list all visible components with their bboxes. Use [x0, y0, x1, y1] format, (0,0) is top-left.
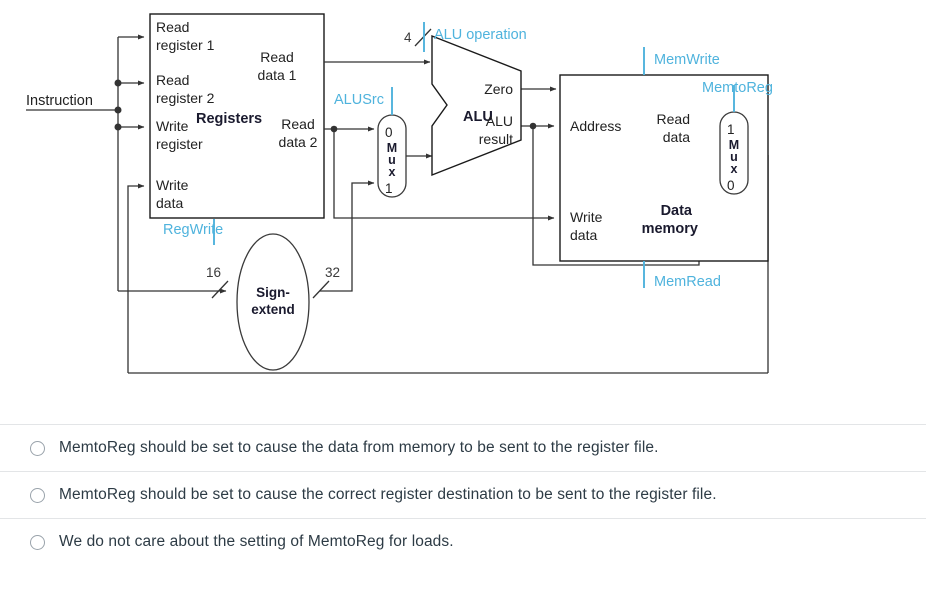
label-zero: Zero [484, 81, 513, 97]
label-alu-operation: ALU operation [434, 27, 527, 43]
label-registers: Registers [196, 111, 262, 127]
sign-extend-shape [236, 233, 310, 371]
junction-instruction-3 [114, 123, 122, 131]
label-write-register-line1: Write [156, 118, 189, 134]
label-width-32: 32 [325, 265, 340, 280]
label-read-data-2-line2: data 2 [279, 134, 318, 150]
label-sign-extend-line1: Sign- [256, 285, 290, 300]
wire-signextend-to-alusrc-mux [320, 180, 375, 292]
label-instruction: Instruction [26, 93, 93, 109]
answer-option-row[interactable]: MemtoReg should be set to cause the corr… [0, 471, 926, 518]
label-read-register-1-line1: Read [156, 19, 189, 35]
wire-writedata-into-registers [127, 183, 145, 373]
answer-option-label: MemtoReg should be set to cause the corr… [59, 485, 717, 503]
slash-32 [312, 280, 330, 299]
datapath-diagram: Instruction Read register 1 Read registe… [26, 13, 773, 374]
label-memtoreg-mux-1: 1 [727, 122, 735, 137]
label-read-register-2-line2: register 2 [156, 90, 215, 106]
label-write-data-line2: data [156, 195, 183, 211]
label-memread: MemRead [654, 274, 721, 290]
label-alusrc-mux-x: x [389, 165, 396, 179]
label-read-register-1-line2: register 1 [156, 37, 215, 53]
label-alusrc-mux-u: u [388, 153, 396, 167]
label-read-register-2-line1: Read [156, 72, 189, 88]
label-alusrc-mux-1: 1 [385, 181, 393, 196]
label-alu-result-line1: ALU [486, 113, 513, 129]
radio-button-option-2[interactable] [30, 487, 45, 503]
answer-option-row[interactable]: MemtoReg should be set to cause the data… [0, 424, 926, 471]
label-memwrite: MemWrite [654, 52, 720, 68]
label-alu: ALU [463, 109, 493, 125]
answer-option-row[interactable]: We do not care about the setting of Memt… [0, 518, 926, 565]
label-data-memory-line2: memory [642, 221, 698, 237]
slash-4 [414, 28, 432, 47]
label-mem-read-data-line1: Read [657, 111, 690, 127]
label-address: Address [570, 118, 621, 134]
label-width-16: 16 [206, 265, 221, 280]
answer-options-list: MemtoReg should be set to cause the data… [0, 424, 926, 565]
alu-shape [431, 34, 522, 177]
radio-button-option-3[interactable] [30, 534, 45, 550]
label-alusrc-mux-0: 0 [385, 125, 393, 140]
label-memtoreg-mux-x: x [731, 162, 738, 176]
label-write-data-line1: Write [156, 177, 189, 193]
label-read-data-2-line1: Read [281, 116, 314, 132]
registers-box [149, 13, 325, 219]
label-alusrc: ALUSrc [334, 92, 384, 108]
label-memtoreg: MemtoReg [702, 80, 773, 96]
wire-readdata2-to-memory-writedata [333, 129, 555, 221]
label-mem-read-data-line2: data [663, 129, 690, 145]
junction-instruction-1 [114, 79, 122, 87]
label-alusrc-mux-m: M [387, 141, 397, 155]
datapath-svg: Instruction Read register 1 Read registe… [26, 13, 773, 374]
label-read-data-1-line1: Read [260, 49, 293, 65]
label-mem-write-data-line1: Write [570, 209, 603, 225]
label-alu-result-line2: result [479, 131, 513, 147]
label-alu-op-width: 4 [404, 30, 412, 45]
label-mem-write-data-line2: data [570, 227, 597, 243]
slash-16 [211, 280, 229, 299]
label-memtoreg-mux-m: M [729, 138, 739, 152]
label-memtoreg-mux-u: u [730, 150, 738, 164]
junction-instruction-2 [114, 106, 122, 114]
label-memtoreg-mux-0: 0 [727, 178, 735, 193]
answer-option-label: MemtoReg should be set to cause the data… [59, 438, 659, 456]
label-write-register-line2: register [156, 136, 203, 152]
label-read-data-1-line2: data 1 [258, 67, 297, 83]
label-regwrite: RegWrite [163, 222, 223, 238]
label-sign-extend-line2: extend [251, 302, 295, 317]
label-data-memory-line1: Data [661, 203, 693, 219]
answer-option-label: We do not care about the setting of Memt… [59, 532, 454, 550]
radio-button-option-1[interactable] [30, 440, 45, 456]
